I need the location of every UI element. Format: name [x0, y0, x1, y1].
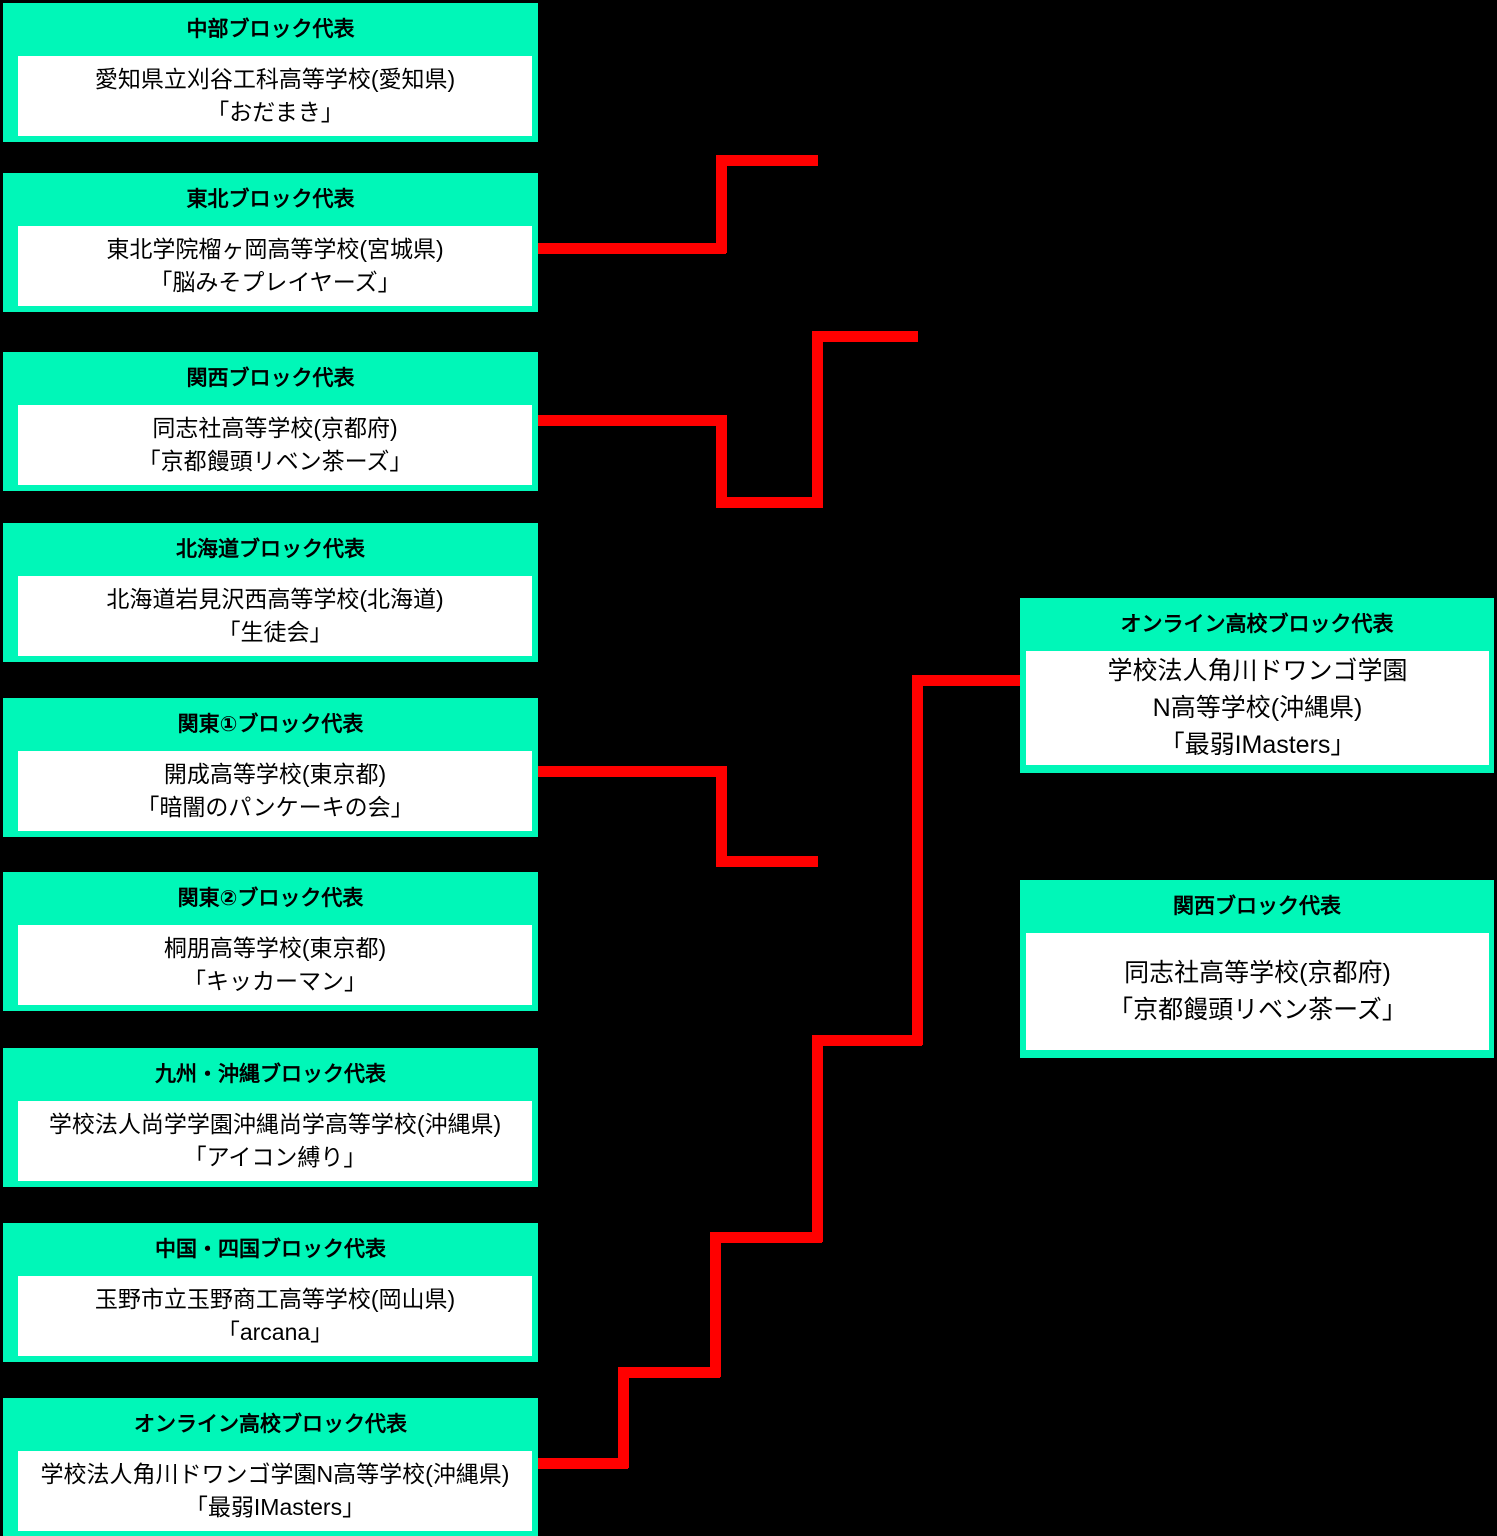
- team-name: 「最弱IMasters」: [1159, 730, 1356, 759]
- bracket-box-online: オンライン高校ブロック代表 学校法人角川ドワンゴ学園N高等学校(沖縄県) 「最弱…: [3, 1398, 538, 1536]
- winner-line-kansai-advance-h: [812, 331, 918, 342]
- bracket-box-tohoku: 東北ブロック代表 東北学院榴ヶ岡高等学校(宮城県) 「脳みそプレイヤーズ」: [3, 173, 538, 312]
- winner-line-kanto1-slot-h: [716, 856, 818, 867]
- school-name: 学校法人角川ドワンゴ学園N高等学校(沖縄県): [40, 1461, 510, 1487]
- school-name: 東北学院榴ヶ岡高等学校(宮城県): [106, 236, 444, 262]
- bracket-box-kansai: 関西ブロック代表 同志社高等学校(京都府) 「京都饅頭リベン茶ーズ」: [3, 352, 538, 491]
- winner-line-online-final-h: [912, 675, 1020, 686]
- winner-line-online-v3: [812, 1035, 823, 1242]
- winner-line-online-v1: [618, 1367, 629, 1468]
- bracket-box-online-advanced: オンライン高校ブロック代表 学校法人角川ドワンゴ学園 N高等学校(沖縄県) 「最…: [1020, 598, 1494, 773]
- team-name: 「おだまき」: [206, 99, 344, 125]
- block-label: 中部ブロック代表: [186, 18, 355, 41]
- team-name: 「暗闇のパンケーキの会」: [136, 794, 414, 820]
- winner-line-online-h3: [812, 1035, 922, 1046]
- school-name-line1: 学校法人角川ドワンゴ学園: [1107, 656, 1408, 685]
- team-name: 「アイコン縛り」: [183, 1144, 367, 1170]
- team-name: 「キッカーマン」: [183, 968, 367, 994]
- team-name: 「京都饅頭リベン茶ーズ」: [1108, 995, 1407, 1024]
- team-name: 「生徒会」: [217, 619, 333, 645]
- bracket-box-hokkaido: 北海道ブロック代表 北海道岩見沢西高等学校(北海道) 「生徒会」: [3, 523, 538, 662]
- winner-line-online-v4: [912, 675, 923, 1045]
- block-label: 北海道ブロック代表: [176, 538, 365, 561]
- bracket-box-kyushu-okinawa: 九州・沖縄ブロック代表 学校法人尚学学園沖縄尚学高等学校(沖縄県) 「アイコン縛…: [3, 1048, 538, 1187]
- winner-line-online-h2: [710, 1232, 822, 1243]
- winner-line-tohoku-up-v: [716, 155, 727, 253]
- block-label: オンライン高校ブロック代表: [134, 1413, 407, 1436]
- winner-line-tohoku-out-h: [537, 243, 726, 254]
- winner-line-kansai-out-h: [537, 415, 726, 426]
- block-label: 東北ブロック代表: [186, 188, 355, 211]
- school-name: 桐朋高等学校(東京都): [163, 935, 387, 961]
- block-label: 関東②ブロック代表: [177, 887, 364, 910]
- school-name-line2: N高等学校(沖縄県): [1152, 693, 1363, 722]
- winner-line-tohoku-slot-h: [716, 155, 818, 166]
- block-label: オンライン高校ブロック代表: [1120, 613, 1394, 636]
- winner-line-kansai-up-v: [812, 331, 823, 507]
- bracket-box-kanto2: 関東②ブロック代表 桐朋高等学校(東京都) 「キッカーマン」: [3, 872, 538, 1011]
- school-name: 愛知県立刈谷工科高等学校(愛知県): [94, 66, 456, 92]
- team-name: 「京都饅頭リベン茶ーズ」: [137, 448, 413, 474]
- team-name: 「最弱IMasters」: [184, 1494, 366, 1520]
- winner-line-kanto1-down-v: [716, 766, 727, 866]
- block-label: 関西ブロック代表: [186, 367, 355, 390]
- bracket-box-kansai-advanced: 関西ブロック代表 同志社高等学校(京都府) 「京都饅頭リベン茶ーズ」: [1020, 880, 1494, 1058]
- school-name: 学校法人尚学学園沖縄尚学高等学校(沖縄県): [48, 1111, 502, 1137]
- school-name: 同志社高等学校(京都府): [152, 415, 398, 441]
- school-name: 玉野市立玉野商工高等学校(岡山県): [94, 1286, 456, 1312]
- winner-line-online-h1: [618, 1367, 720, 1378]
- team-name: 「脳みそプレイヤーズ」: [149, 269, 401, 295]
- winner-line-online-v2: [710, 1232, 721, 1377]
- team-name: 「arcana」: [216, 1319, 334, 1345]
- block-label: 中国・四国ブロック代表: [155, 1238, 386, 1261]
- winner-line-kansai-down-v: [716, 415, 727, 507]
- block-label: 関西ブロック代表: [1173, 895, 1341, 918]
- winner-line-kansai-slot-h: [716, 497, 823, 508]
- bracket-box-kanto1: 関東①ブロック代表 開成高等学校(東京都) 「暗闇のパンケーキの会」: [3, 698, 538, 837]
- school-name: 北海道岩見沢西高等学校(北海道): [106, 586, 444, 612]
- winner-line-online-out-h: [537, 1458, 628, 1469]
- school-name: 同志社高等学校(京都府): [1124, 958, 1391, 987]
- block-label: 関東①ブロック代表: [177, 713, 364, 736]
- bracket-box-chugoku-shikoku: 中国・四国ブロック代表 玉野市立玉野商工高等学校(岡山県) 「arcana」: [3, 1223, 538, 1362]
- winner-line-kanto1-out-h: [537, 766, 726, 777]
- bracket-box-chubu: 中部ブロック代表 愛知県立刈谷工科高等学校(愛知県) 「おだまき」: [3, 3, 538, 142]
- school-name: 開成高等学校(東京都): [163, 761, 387, 787]
- block-label: 九州・沖縄ブロック代表: [155, 1063, 386, 1086]
